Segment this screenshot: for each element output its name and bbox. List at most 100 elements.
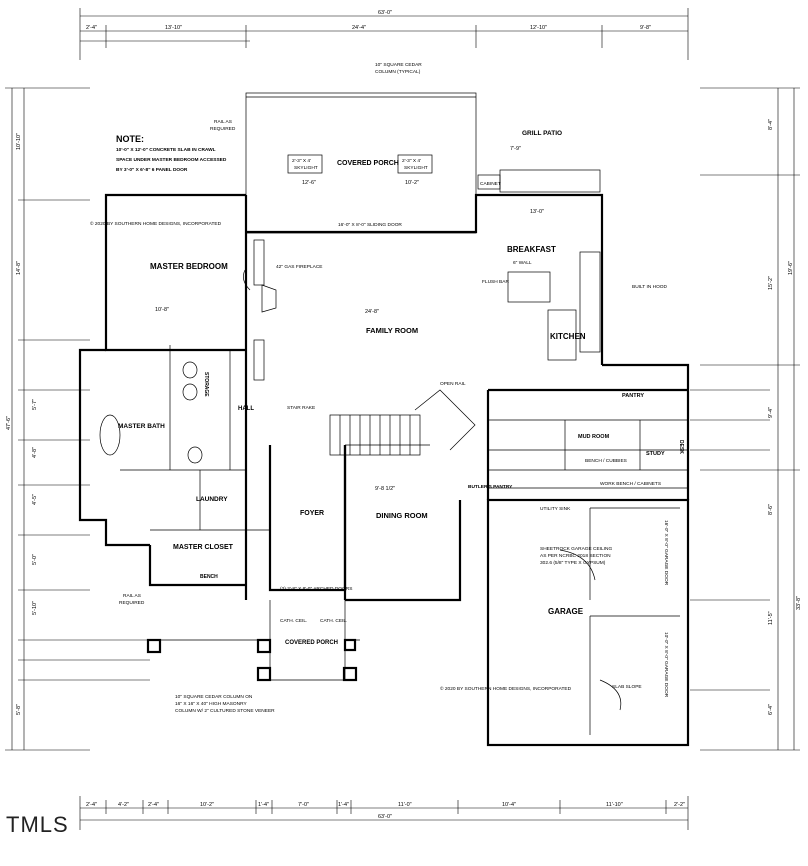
cath-ceil-note-2: CATH. CEIL. [320, 618, 347, 624]
cath-ceil-note-1: CATH. CEIL. [280, 618, 307, 624]
utility-sink-note: UTILITY SINK [540, 506, 571, 512]
dim-left-1: 10'-10" [16, 133, 22, 150]
dim-left-4: 4'-8" [32, 447, 38, 458]
dim-bottom-2: 4'-2" [118, 802, 129, 808]
dim-bottom-10: 11'-10" [606, 802, 623, 808]
dimension-lines [5, 8, 800, 830]
copyright-lower: © 2020 BY SOUTHERN HOME DESIGNS, INCORPO… [440, 685, 572, 692]
skylight-label-2: SKYLIGHT [404, 165, 428, 171]
walls [78, 92, 690, 747]
dim-left-6: 5'-0" [32, 554, 38, 565]
cedar-masonry-note-3: COLUMN W/ 2" CULTURED STONE VENEER [175, 708, 275, 714]
room-master-bath: MASTER BATH [118, 423, 165, 430]
room-desk: DESK [678, 440, 684, 454]
room-bench: BENCH [200, 574, 218, 580]
dim-left-7: 5'-10" [32, 601, 38, 615]
flush-bar-note: FLUSH BAR [482, 279, 509, 285]
sheetrock-note-3: 302.6 (5/8" TYPE X GYPSUM) [540, 560, 606, 566]
dim-bottom-7: 1'-4" [338, 802, 349, 808]
room-foyer: FOYER [300, 510, 324, 517]
dim-left-3: 5'-7" [32, 399, 38, 410]
dim-top-3: 24'-4" [352, 25, 366, 31]
room-kitchen: KITCHEN [550, 332, 586, 341]
cedar-masonry-note-1: 10" SQUARE CEDAR COLUMN ON [175, 694, 253, 700]
dim-family-room-width: 24'-8" [365, 309, 379, 315]
dim-overall-top: 63'-0" [378, 10, 392, 16]
note-line-2: SPACE UNDER MASTER BEDROOM ACCESSED [116, 157, 227, 163]
note-title: NOTE: [116, 134, 144, 144]
skylight-size-1: 2'-3" X 4' [292, 158, 311, 164]
dim-top-1: 2'-4" [86, 25, 97, 31]
work-bench-note: WORK BENCH / CABINETS [600, 481, 661, 487]
dim-bottom-8: 11'-0" [398, 802, 412, 808]
room-storage: STORAGE [203, 372, 209, 397]
stair-rake-note: STAIR RAKE [287, 405, 315, 411]
room-dining-room: DINING ROOM [376, 511, 428, 520]
cedar-column-note-2: COLUMN (TYPICAL) [375, 69, 421, 75]
dim-bottom-6: 7'-0" [298, 802, 309, 808]
garage-door-note-1: 16'-0" X 8'-0" GARAGE DOOR [663, 520, 669, 586]
dim-bottom-1: 2'-4" [86, 802, 97, 808]
room-garage: GARAGE [548, 607, 584, 616]
dim-right-overall: 33'-8" [796, 596, 802, 610]
room-study: STUDY [646, 451, 665, 457]
bench-cubbies-note: BENCH / CUBBIES [585, 458, 627, 464]
fireplace-note: 42" GAS FIREPLACE [276, 264, 323, 270]
room-covered-porch-rear: COVERED PORCH [337, 160, 399, 167]
cedar-column-note-1: 10" SQUARE CEDAR [375, 62, 422, 68]
sheetrock-note-1: SHEETROCK GARAGE CEILING [540, 546, 613, 552]
dim-bottom-11: 2'-2" [674, 802, 685, 808]
cedar-masonry-note-2: 16" X 16" X 40" HIGH MASONRY [175, 701, 247, 707]
dim-left-overall: 47'-6" [6, 416, 12, 430]
six-inch-wall-note: 6" WALL [513, 260, 532, 266]
arched-doors-note: (2) 2'-8" X 8'-0" ARCHED DOORS [280, 586, 352, 592]
room-laundry: LAUNDRY [196, 496, 228, 503]
sheetrock-note-2: AS PER NCRBC 2018 SECTION [540, 553, 611, 559]
dim-right-1: 8'-4" [768, 119, 774, 130]
dim-top-4: 12'-10" [530, 25, 547, 31]
skylight-label-1: SKYLIGHT [294, 165, 318, 171]
rail-note-front-2: REQUIRED [119, 600, 145, 606]
dim-breakfast-width: 13'-0" [530, 209, 544, 215]
open-rail-note: OPEN RAIL [440, 381, 466, 387]
built-in-hood-note: BUILT IN HOOD [632, 284, 668, 290]
dim-left-5: 4'-5" [32, 494, 38, 505]
dim-right-5: 8'-6" [768, 504, 774, 515]
dim-right-2: 19'-6" [788, 261, 794, 275]
dim-bottom-3: 2'-4" [148, 802, 159, 808]
room-mud-room: MUD ROOM [578, 434, 610, 440]
note-line-1: 10'-0" X 12'-0" CONCRETE SLAB IN CRAWL [116, 147, 216, 153]
dim-overall-bottom: 63'-0" [378, 814, 392, 820]
dim-top-2: 13'-10" [165, 25, 182, 31]
dim-bottom-9: 10'-4" [502, 802, 516, 808]
dim-porch-width-2: 10'-2" [405, 180, 419, 186]
rail-note-front-1: RAIL AS [123, 593, 141, 599]
dim-bottom-5: 1'-4" [258, 802, 269, 808]
sliding-door-note: 16'-0" X 8'-0" SLIDING DOOR [338, 222, 402, 228]
dim-porch-width-1: 12'-6" [302, 180, 316, 186]
skylight-size-2: 2'-3" X 4' [402, 158, 421, 164]
dim-right-4: 9'-4" [768, 407, 774, 418]
dim-bottom-4: 10'-2" [200, 802, 214, 808]
dim-left-2: 14'-8" [16, 261, 22, 275]
rail-note-2: REQUIRED [210, 126, 236, 132]
notes: NOTE: 10'-0" X 12'-0" CONCRETE SLAB IN C… [90, 62, 669, 714]
rail-note-1: RAIL AS [214, 119, 232, 125]
tmls-logo: TMLS [6, 812, 69, 837]
room-butlers-pantry: BUTLER'S PANTRY [468, 484, 513, 490]
slab-slope-note: SLAB SLOPE [612, 684, 642, 690]
dim-right-7: 6'-4" [768, 704, 774, 715]
room-pantry: PANTRY [622, 393, 644, 399]
room-grill-patio: GRILL PATIO [522, 130, 562, 137]
room-breakfast: BREAKFAST [507, 245, 556, 254]
garage-door-note-2: 10'-0" X 8'-0" GARAGE DOOR [663, 632, 669, 698]
dim-top-5: 9'-8" [640, 25, 651, 31]
room-family-room: FAMILY ROOM [366, 326, 418, 335]
room-labels: MASTER BEDROOM COVERED PORCH GRILL PATIO… [118, 130, 684, 646]
room-master-bedroom: MASTER BEDROOM [150, 262, 228, 271]
room-covered-porch-front: COVERED PORCH [285, 640, 338, 646]
dim-master-width: 10'-8" [155, 307, 169, 313]
dim-dining-width: 9'-8 1/2" [375, 486, 395, 492]
room-master-closet: MASTER CLOSET [173, 544, 234, 551]
